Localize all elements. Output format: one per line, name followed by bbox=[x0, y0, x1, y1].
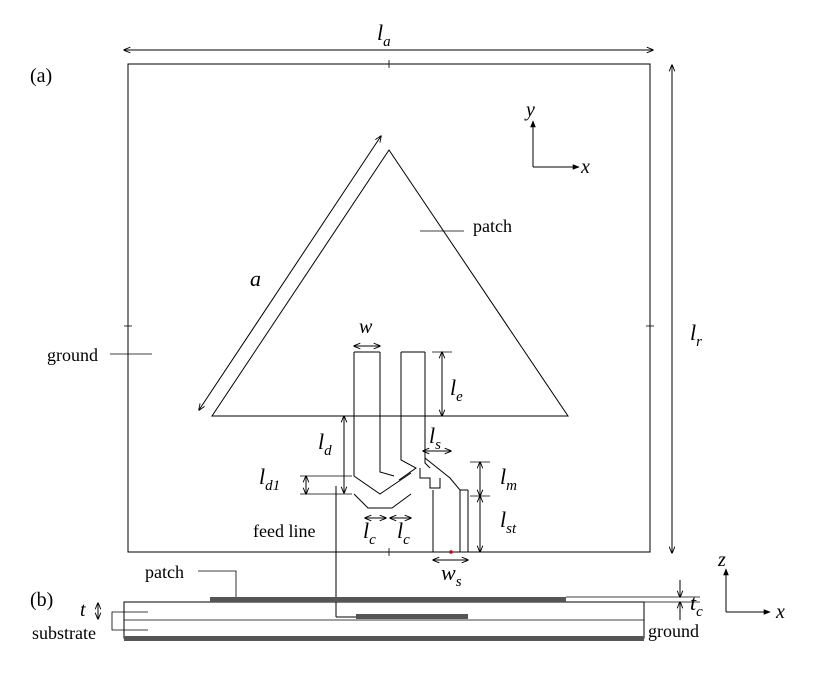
tc-label: tc bbox=[690, 590, 703, 620]
patch-leader-b bbox=[198, 570, 237, 598]
feed-junction bbox=[353, 493, 412, 509]
ld-label: ld bbox=[318, 429, 332, 459]
substrate-bracket bbox=[111, 611, 148, 631]
ground-plane-outline bbox=[127, 63, 651, 553]
la-label: la bbox=[377, 20, 391, 50]
slot-right bbox=[398, 352, 417, 481]
ground-label-b: ground bbox=[648, 621, 699, 641]
le-label: le bbox=[450, 375, 463, 405]
ground-label: ground bbox=[47, 345, 98, 365]
patch-label: patch bbox=[473, 216, 512, 236]
t-label: t bbox=[80, 599, 86, 621]
slot-right-inner bbox=[424, 352, 431, 469]
slot-left bbox=[353, 352, 412, 495]
feed-line-label: feed line bbox=[253, 521, 315, 541]
ws-label: ws bbox=[441, 560, 462, 590]
top-patch-layer bbox=[210, 597, 566, 602]
lc-left-label: lc bbox=[363, 518, 376, 548]
z-axis-label: z bbox=[717, 549, 726, 571]
triangle-patch bbox=[211, 149, 569, 417]
substrate-label: substrate bbox=[32, 623, 96, 643]
a-label: a bbox=[250, 266, 261, 291]
panel-b-tag: (b) bbox=[30, 589, 53, 611]
lc-right-label: lc bbox=[397, 518, 410, 548]
slot-left-inner bbox=[379, 352, 395, 477]
stub-right bbox=[424, 457, 461, 552]
w-label: w bbox=[359, 316, 373, 338]
ls-label: ls bbox=[429, 423, 441, 453]
lr-label: lr bbox=[690, 320, 702, 350]
y-axis-label: y bbox=[524, 99, 535, 121]
ground-layer bbox=[124, 636, 644, 641]
lst-label: lst bbox=[500, 507, 517, 537]
x-axis-label-b: x bbox=[775, 601, 785, 623]
feed-step bbox=[419, 468, 441, 489]
lm-label: lm bbox=[500, 464, 517, 494]
a-dimension-arrow bbox=[199, 136, 381, 410]
patch-label-b: patch bbox=[145, 562, 184, 582]
ld1-label: ld1 bbox=[259, 464, 280, 494]
feed-point-marker bbox=[449, 550, 453, 554]
x-axis-label: x bbox=[580, 156, 590, 178]
panel-a-tag: (a) bbox=[30, 65, 52, 87]
middle-feed-layer bbox=[356, 614, 468, 619]
